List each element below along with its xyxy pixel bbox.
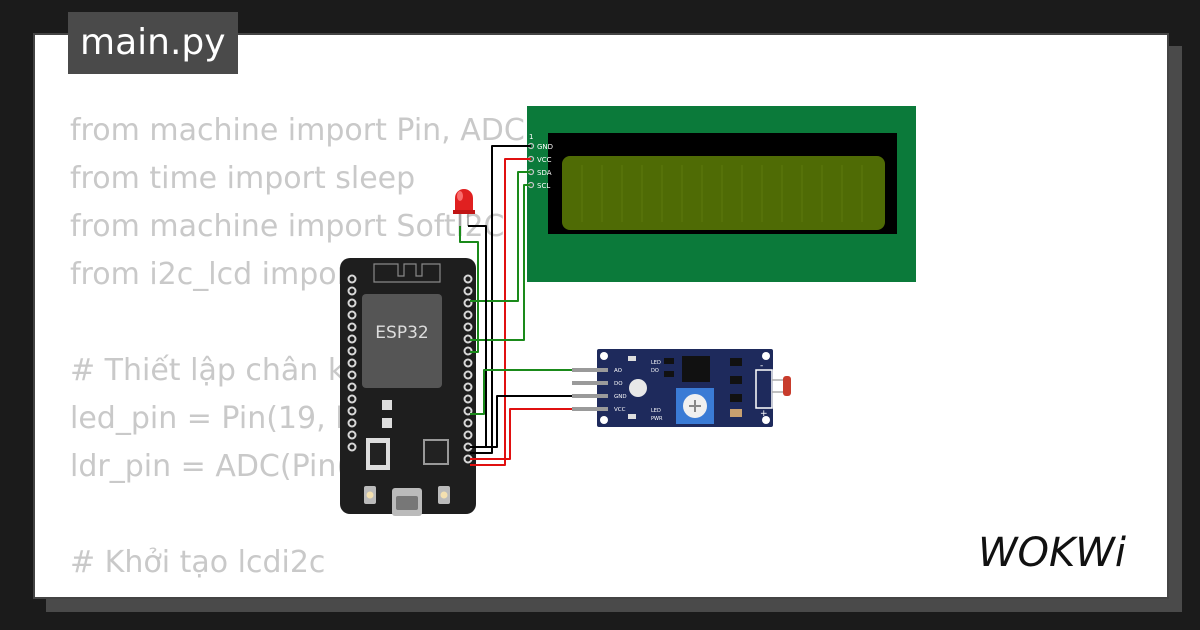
wire-lcd-sda <box>470 171 531 302</box>
led-body <box>455 189 473 212</box>
ldr-module[interactable]: AO DO GND VCC LED DO LED PWR - + <box>572 349 791 427</box>
ldr-pwr-led <box>628 414 636 419</box>
wire-lcd-scl <box>470 184 531 341</box>
ldr-mount-hole <box>762 416 770 424</box>
lcd-pin-gnd: GND <box>537 143 553 151</box>
ldr-led-label: PWR <box>651 416 663 422</box>
lcd-pin-vcc: VCC <box>537 156 552 164</box>
ldr-do-led <box>628 356 636 361</box>
led-rim <box>453 210 475 214</box>
wire-ldr-gnd <box>470 395 572 448</box>
esp32-left-pins <box>347 274 357 452</box>
code-line: from machine import Pin, ADC <box>70 113 525 148</box>
lcd-pin-labels: GND VCC SDA SCL <box>537 143 553 190</box>
esp32-smd-part <box>382 400 392 410</box>
esp32-board[interactable]: ESP32 <box>340 258 476 516</box>
ldr-sensor-socket <box>755 369 773 409</box>
ldr-led-labels: LED DO LED PWR <box>651 360 663 422</box>
ldr-smd-sensor <box>629 379 647 397</box>
ldr-mount-hole <box>600 352 608 360</box>
esp32-regulator-core <box>370 443 386 465</box>
pot-mark-minus: - <box>760 361 763 371</box>
ldr-pin-gnd: GND <box>614 394 627 400</box>
usb-port-opening <box>396 496 418 510</box>
lcd-display[interactable]: 1 GND VCC SDA SCL <box>527 106 916 282</box>
wire-ldr-vcc <box>470 408 572 460</box>
ldr-led-label: DO <box>651 368 659 374</box>
lcd-pin-index: 1 <box>529 133 533 141</box>
esp32-usb-chip <box>423 439 449 465</box>
wire-ldr-ao <box>470 369 572 415</box>
ldr-mount-hole <box>762 352 770 360</box>
wokwi-logo: WOKWi <box>978 530 1126 576</box>
ldr-led-label: LED <box>651 360 661 366</box>
boot-button-cap <box>440 491 448 499</box>
code-line: i2c = SoftI2C(scl=Pin(22), sda=Pin(21), … <box>70 587 884 597</box>
ldr-pin-vcc: VCC <box>614 407 626 413</box>
ldr-pin-do: DO <box>614 381 623 387</box>
wire-lcd-gnd <box>470 145 531 454</box>
ldr-mount-hole <box>600 416 608 424</box>
code-line: ldr_pin = ADC(Pin(34)) <box>70 449 410 484</box>
ldr-capacitor <box>730 409 742 417</box>
lcd-pin-sda: SDA <box>537 169 552 177</box>
led-highlight <box>457 191 463 201</box>
esp32-module-shield <box>362 294 442 388</box>
esp32-smd-part <box>382 418 392 428</box>
ldr-resistors <box>664 358 742 402</box>
red-led[interactable] <box>453 189 475 226</box>
code-line: # Khởi tạo lcdi2c <box>70 545 326 580</box>
en-button-cap <box>366 491 374 499</box>
ldr-header-pins <box>572 368 608 411</box>
pot-mark-plus: + <box>760 409 768 419</box>
esp32-label: ESP32 <box>375 323 428 343</box>
code-line: from time import sleep <box>70 161 416 196</box>
wire-lcd-vcc <box>470 158 531 466</box>
file-tab[interactable]: main.py <box>68 12 238 74</box>
wire-led-signal <box>459 226 479 353</box>
ldr-pin-labels: AO DO GND VCC <box>614 368 627 413</box>
lcd-pin-scl: SCL <box>537 182 550 190</box>
wokwi-logo-text: WOKWi <box>978 530 1126 576</box>
wires <box>459 145 572 466</box>
photoresistor <box>783 376 791 396</box>
pot-knob-cross <box>689 400 701 412</box>
antenna-trace <box>373 263 441 283</box>
ldr-led-label: LED <box>651 408 661 414</box>
lcd-screen <box>562 156 885 230</box>
ldr-comparator-chip <box>682 356 710 382</box>
lcd-char-grid <box>581 165 863 222</box>
esp32-right-pins <box>463 274 473 464</box>
ldr-pin-ao: AO <box>614 368 623 374</box>
lcd-pin-pads <box>527 142 535 189</box>
